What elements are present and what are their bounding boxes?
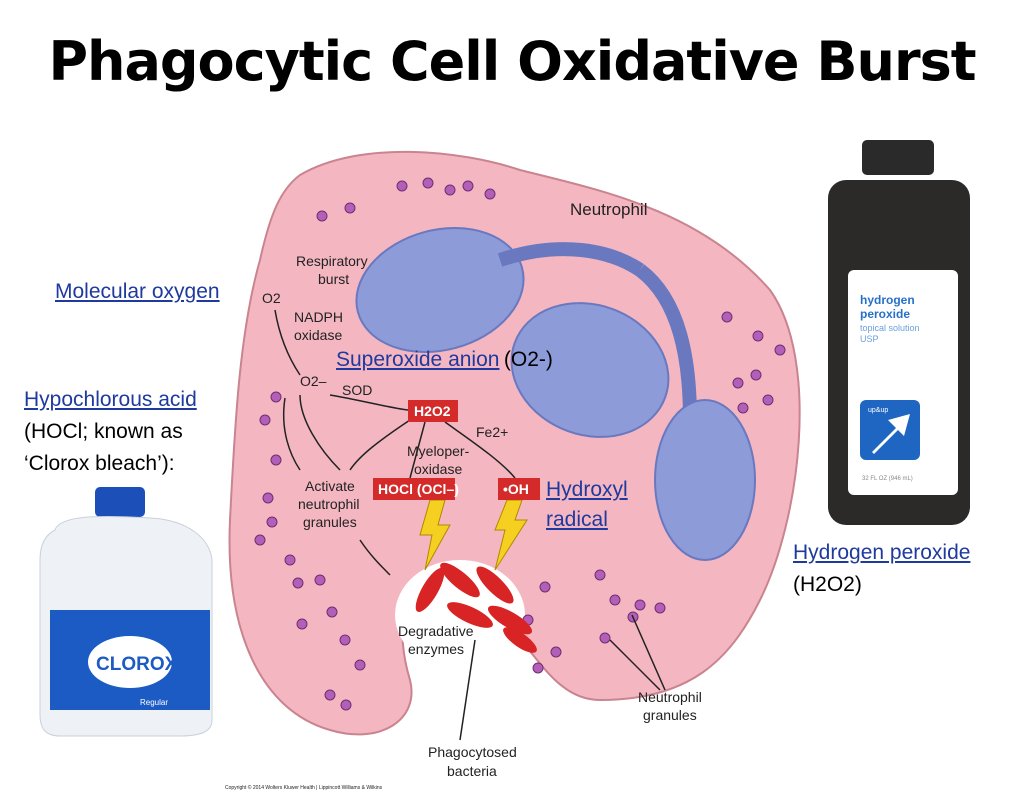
granule-dot bbox=[737, 402, 749, 414]
h2o2-box bbox=[408, 400, 458, 422]
granule-dot bbox=[634, 599, 646, 611]
neutrophil-granules bbox=[254, 177, 786, 711]
granule-dot bbox=[326, 606, 338, 618]
granule-dot bbox=[339, 634, 351, 646]
degradative-label-2: enzymes bbox=[408, 641, 464, 657]
hocl-note-1: (HOCl; known as bbox=[24, 420, 183, 443]
granule-dot bbox=[732, 377, 744, 389]
granule-dot bbox=[396, 180, 408, 192]
oh-label: •OH bbox=[503, 481, 529, 497]
granule-dot bbox=[259, 414, 271, 426]
superoxide-anion-link[interactable]: Superoxide anion bbox=[336, 348, 500, 371]
bacteria bbox=[415, 562, 537, 653]
hydroxyl-radical-link[interactable]: Hydroxyl bbox=[546, 478, 628, 501]
fe-label: Fe2+ bbox=[476, 424, 508, 440]
granule-dot bbox=[292, 577, 304, 589]
granule-dot bbox=[750, 369, 762, 381]
superoxide-formula: (O2-) bbox=[503, 348, 553, 371]
nucleus bbox=[355, 227, 756, 561]
h2o2-label: H2O2 bbox=[414, 403, 451, 419]
myeloperoxidase-label: Myeloper- bbox=[407, 443, 470, 459]
granule-dot bbox=[774, 344, 786, 356]
granule-dot bbox=[539, 581, 551, 593]
peroxide-label-4: USP bbox=[860, 334, 879, 344]
granules-label-2: granules bbox=[643, 707, 697, 723]
granule-dot bbox=[296, 618, 308, 630]
granule-dot bbox=[599, 632, 611, 644]
granule-dot bbox=[762, 394, 774, 406]
copyright: Copyright © 2014 Wolters Kluwer Health |… bbox=[225, 784, 383, 791]
granule-dot bbox=[316, 210, 328, 222]
clorox-sub: Regular bbox=[140, 698, 168, 707]
sod-label: SOD bbox=[342, 382, 372, 398]
granule-dot bbox=[609, 594, 621, 606]
hydrogen-peroxide-link[interactable]: Hydrogen peroxide bbox=[793, 541, 971, 564]
reaction-arrows bbox=[274, 309, 666, 741]
peroxide-label-2: peroxide bbox=[860, 307, 910, 321]
nadph-label-2: oxidase bbox=[294, 327, 342, 343]
nadph-label: NADPH bbox=[294, 309, 343, 325]
granule-dot bbox=[444, 184, 456, 196]
granule-dot bbox=[462, 180, 474, 192]
granule-dot bbox=[721, 311, 733, 323]
lightning-bolts bbox=[419, 499, 528, 571]
granule-dot bbox=[532, 662, 544, 674]
hydroxyl-radical-link-2[interactable]: radical bbox=[546, 508, 608, 531]
o2-label: O2 bbox=[262, 290, 281, 306]
activate-label-2: neutrophil bbox=[298, 496, 360, 512]
clorox-bottle-image: CLOROX Regular bbox=[39, 487, 213, 737]
hocl-note-2: ‘Clorox bleach’): bbox=[24, 452, 175, 475]
granule-dot bbox=[314, 574, 326, 586]
respiratory-burst-label-2: burst bbox=[318, 271, 349, 287]
hocl-box bbox=[373, 478, 455, 500]
granule-dot bbox=[594, 569, 606, 581]
oh-box bbox=[498, 478, 540, 500]
granule-dot bbox=[344, 202, 356, 214]
activate-label: Activate bbox=[305, 478, 355, 494]
neutrophil-label: Neutrophil bbox=[570, 200, 648, 219]
granules-label: Neutrophil bbox=[638, 689, 702, 705]
granule-dot bbox=[422, 177, 434, 189]
granule-dot bbox=[270, 391, 282, 403]
granule-dot bbox=[654, 602, 666, 614]
clorox-logo: CLOROX bbox=[96, 654, 178, 675]
molecular-oxygen-link[interactable]: Molecular oxygen bbox=[55, 280, 220, 303]
granule-dot bbox=[340, 699, 352, 711]
hypochlorous-acid-link[interactable]: Hypochlorous acid bbox=[24, 388, 197, 411]
phagocytosed-label-2: bacteria bbox=[447, 763, 497, 779]
activate-label-3: granules bbox=[303, 514, 357, 530]
volume-label: 32 FL OZ (946 mL) bbox=[862, 476, 913, 482]
hocl-label: HOCl (OCl–) bbox=[378, 481, 459, 497]
granule-dot bbox=[254, 534, 266, 546]
phagocytosed-label: Phagocytosed bbox=[428, 744, 517, 760]
myeloperoxidase-label-2: oxidase bbox=[414, 461, 462, 477]
granule-dot bbox=[262, 492, 274, 504]
granule-dot bbox=[550, 646, 562, 658]
granule-dot bbox=[284, 554, 296, 566]
granule-dot bbox=[270, 454, 282, 466]
granule-dot bbox=[266, 516, 278, 528]
respiratory-burst-label: Respiratory bbox=[296, 253, 368, 269]
o2-minus-label: O2– bbox=[300, 373, 327, 389]
granule-dot bbox=[484, 188, 496, 200]
h2o2-formula: (H2O2) bbox=[793, 573, 862, 596]
granule-dot bbox=[752, 330, 764, 342]
peroxide-label-1: hydrogen bbox=[860, 293, 915, 307]
peroxide-bottle-image: hydrogen peroxide topical solution USP u… bbox=[828, 140, 970, 525]
granule-dot bbox=[354, 659, 366, 671]
degradative-label: Degradative bbox=[398, 623, 474, 639]
peroxide-label-3: topical solution bbox=[860, 323, 920, 333]
brand-label: up&up bbox=[868, 407, 888, 414]
granule-dot bbox=[324, 689, 336, 701]
slide-title: Phagocytic Cell Oxidative Burst bbox=[48, 30, 976, 93]
